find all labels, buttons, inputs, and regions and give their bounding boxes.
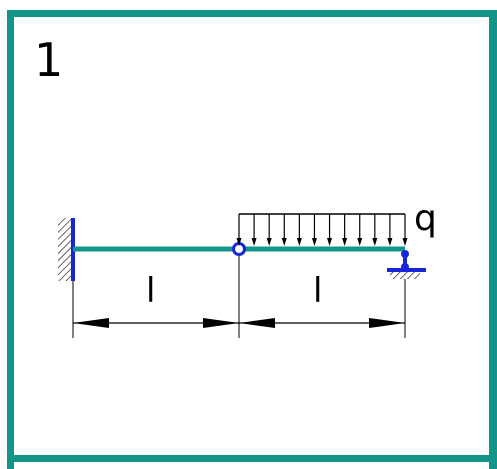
load-arrow-head [327, 238, 333, 246]
frame-bottom [7, 455, 497, 462]
problem-number: 1 [34, 33, 63, 87]
dimension-left [73, 318, 239, 328]
dim-arrow-right-end [369, 318, 405, 328]
frame-top [7, 10, 497, 17]
span-left-label: l [146, 271, 155, 311]
frame-right [489, 10, 497, 469]
load-arrow-head [311, 238, 317, 246]
load-arrow-head [266, 238, 272, 246]
ground-hatching [390, 272, 420, 279]
load-arrow-head [402, 238, 408, 246]
load-arrow-head [342, 238, 348, 246]
load-arrow-head [236, 238, 242, 246]
frame-left [7, 10, 14, 469]
load-label: q [414, 198, 437, 239]
span-right-label: l [313, 271, 322, 311]
dim-arrow-left-start [73, 318, 109, 328]
load-arrow-head [296, 238, 302, 246]
dim-arrow-left-end [203, 318, 239, 328]
dimensions: l l [72, 256, 406, 338]
dimension-right [239, 318, 405, 328]
load-arrow-head [357, 238, 363, 246]
load-arrow-head [251, 238, 257, 246]
dim-arrow-right-start [239, 318, 275, 328]
distributed-load [236, 213, 408, 246]
load-arrow-head [387, 238, 393, 246]
load-arrow-head [372, 238, 378, 246]
frame [7, 10, 497, 469]
roller-pin-top [401, 250, 409, 258]
roller-support [387, 250, 426, 279]
load-arrow-head [281, 238, 287, 246]
wall-hatching [58, 218, 72, 281]
fixed-support [58, 218, 75, 281]
